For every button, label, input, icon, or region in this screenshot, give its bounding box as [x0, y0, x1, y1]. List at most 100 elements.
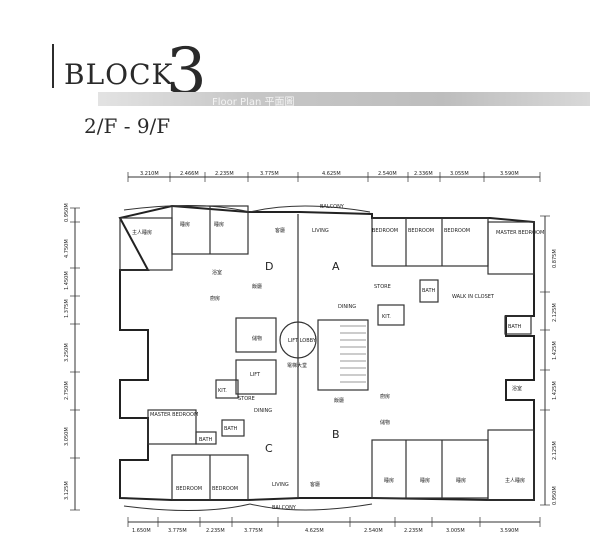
room-label: 浴室 — [212, 269, 222, 276]
dim-right: 1.425M — [552, 341, 558, 360]
dim-top: 2.235M — [215, 171, 234, 177]
unit-label-a: A — [332, 260, 340, 273]
room-label: 電梯大堂 — [287, 362, 307, 369]
dim-right: 0.950M — [552, 486, 558, 505]
room-label: 睡房 — [384, 477, 394, 484]
bath-c — [221, 419, 245, 437]
dim-left: 0.950M — [64, 203, 70, 222]
room-label: 廚房 — [380, 393, 390, 400]
master-bedroom-a — [487, 221, 535, 275]
dim-bottom: 4.625M — [305, 528, 324, 534]
room-label: LIVING — [312, 228, 329, 234]
lift-shaft-upper — [235, 317, 277, 353]
dim-bottom: 2.235M — [404, 528, 423, 534]
room-label: BEDROOM — [176, 486, 202, 492]
room-label: KIT. — [218, 388, 227, 394]
dim-right: 2.125M — [552, 303, 558, 322]
floor-range: 2/F - 9/F — [84, 114, 171, 138]
kit-a — [377, 304, 405, 326]
dim-bottom: 3.775M — [244, 528, 263, 534]
room-label: 睡房 — [180, 221, 190, 228]
dim-bottom: 3.775M — [168, 528, 187, 534]
dim-top: 2.336M — [414, 171, 433, 177]
dim-left: 3.250M — [64, 343, 70, 362]
room-label: LIVING — [272, 482, 289, 488]
dim-right: 1.425M — [552, 381, 558, 400]
room-label: BALCONY — [320, 204, 345, 210]
master-bedroom-b — [487, 429, 535, 501]
room-label: 睡房 — [420, 477, 430, 484]
dim-bottom: 2.540M — [364, 528, 383, 534]
dim-top: 3.055M — [450, 171, 469, 177]
room-label: 客廳 — [310, 481, 320, 488]
room-label: 廚房 — [210, 295, 220, 302]
room-label: STORE — [238, 396, 255, 402]
room-label: BALCONY — [272, 505, 297, 511]
bath-a-master — [504, 315, 532, 335]
room-label: 浴室 — [512, 385, 522, 392]
dim-top: 2.466M — [180, 171, 199, 177]
bath-a — [419, 279, 439, 303]
dim-top: 3.775M — [260, 171, 279, 177]
room-label: DINING — [254, 408, 272, 414]
room-label: LIFT — [250, 372, 261, 378]
room-label: 儲物 — [252, 335, 262, 342]
building-outline — [118, 204, 535, 501]
room-label: BATH — [224, 426, 238, 432]
title-rule — [52, 44, 54, 88]
bedrooms-a — [371, 217, 489, 267]
kit-c — [215, 379, 239, 399]
room-label: BATH — [199, 437, 213, 443]
room-label: WALK IN CLOSET — [452, 294, 495, 300]
stair-core — [317, 319, 369, 391]
room-label: DINING — [338, 304, 356, 310]
dim-top: 4.625M — [322, 171, 341, 177]
room-label: 儲物 — [380, 419, 390, 426]
dim-bottom: 3.005M — [446, 528, 465, 534]
dim-right: 0.875M — [552, 249, 558, 268]
dim-bottom: 1.650M — [132, 528, 151, 534]
lobby-ring — [279, 321, 317, 359]
dim-left: 3.125M — [64, 481, 70, 500]
room-label: BEDROOM — [444, 228, 470, 234]
block-title: BLOCK — [64, 58, 174, 91]
room-label: 睡房 — [456, 477, 466, 484]
room-label: MASTER BEDROOM — [150, 412, 198, 418]
room-label: BEDROOM — [408, 228, 434, 234]
room-label: 主人睡房 — [132, 229, 152, 236]
dim-left: 3.050M — [64, 427, 70, 446]
dim-right: 2.125M — [552, 441, 558, 460]
lift-shaft-lower — [235, 359, 277, 395]
dim-top: 3.590M — [500, 171, 519, 177]
unit-label-d: D — [265, 260, 273, 273]
room-label: 飯廳 — [334, 397, 344, 404]
dim-left: 2.750M — [64, 381, 70, 400]
room-label: BEDROOM — [372, 228, 398, 234]
dim-left: 1.375M — [64, 299, 70, 318]
room-label: BATH — [422, 288, 436, 294]
room-label: 睡房 — [214, 221, 224, 228]
room-label: BEDROOM — [212, 486, 238, 492]
band-subtitle: Floor Plan 平面圖 — [212, 97, 295, 108]
unit-label-b: B — [332, 428, 340, 441]
room-label: 飯廳 — [252, 283, 262, 290]
room-label: 客廳 — [275, 227, 285, 234]
master-bedroom-c — [147, 409, 197, 445]
dim-left: 4.750M — [64, 239, 70, 258]
room-label: 主人睡房 — [505, 477, 525, 484]
bedrooms-b — [371, 439, 489, 499]
room-label: KIT. — [382, 314, 391, 320]
balcony-curve-bottom-left — [123, 503, 251, 512]
master-bedroom-d — [119, 217, 173, 271]
title-band — [98, 92, 590, 106]
dim-left: 1.450M — [64, 271, 70, 290]
dim-top: 3.210M — [140, 171, 159, 177]
balcony-curve-bottom — [249, 503, 373, 511]
room-label: MASTER BEDROOM — [496, 230, 544, 236]
dim-bottom: 3.590M — [500, 528, 519, 534]
dim-top: 2.540M — [378, 171, 397, 177]
room-label: LIFT LOBBY — [288, 338, 317, 344]
room-label: BATH — [508, 324, 522, 330]
balcony-curve-top — [249, 205, 371, 213]
